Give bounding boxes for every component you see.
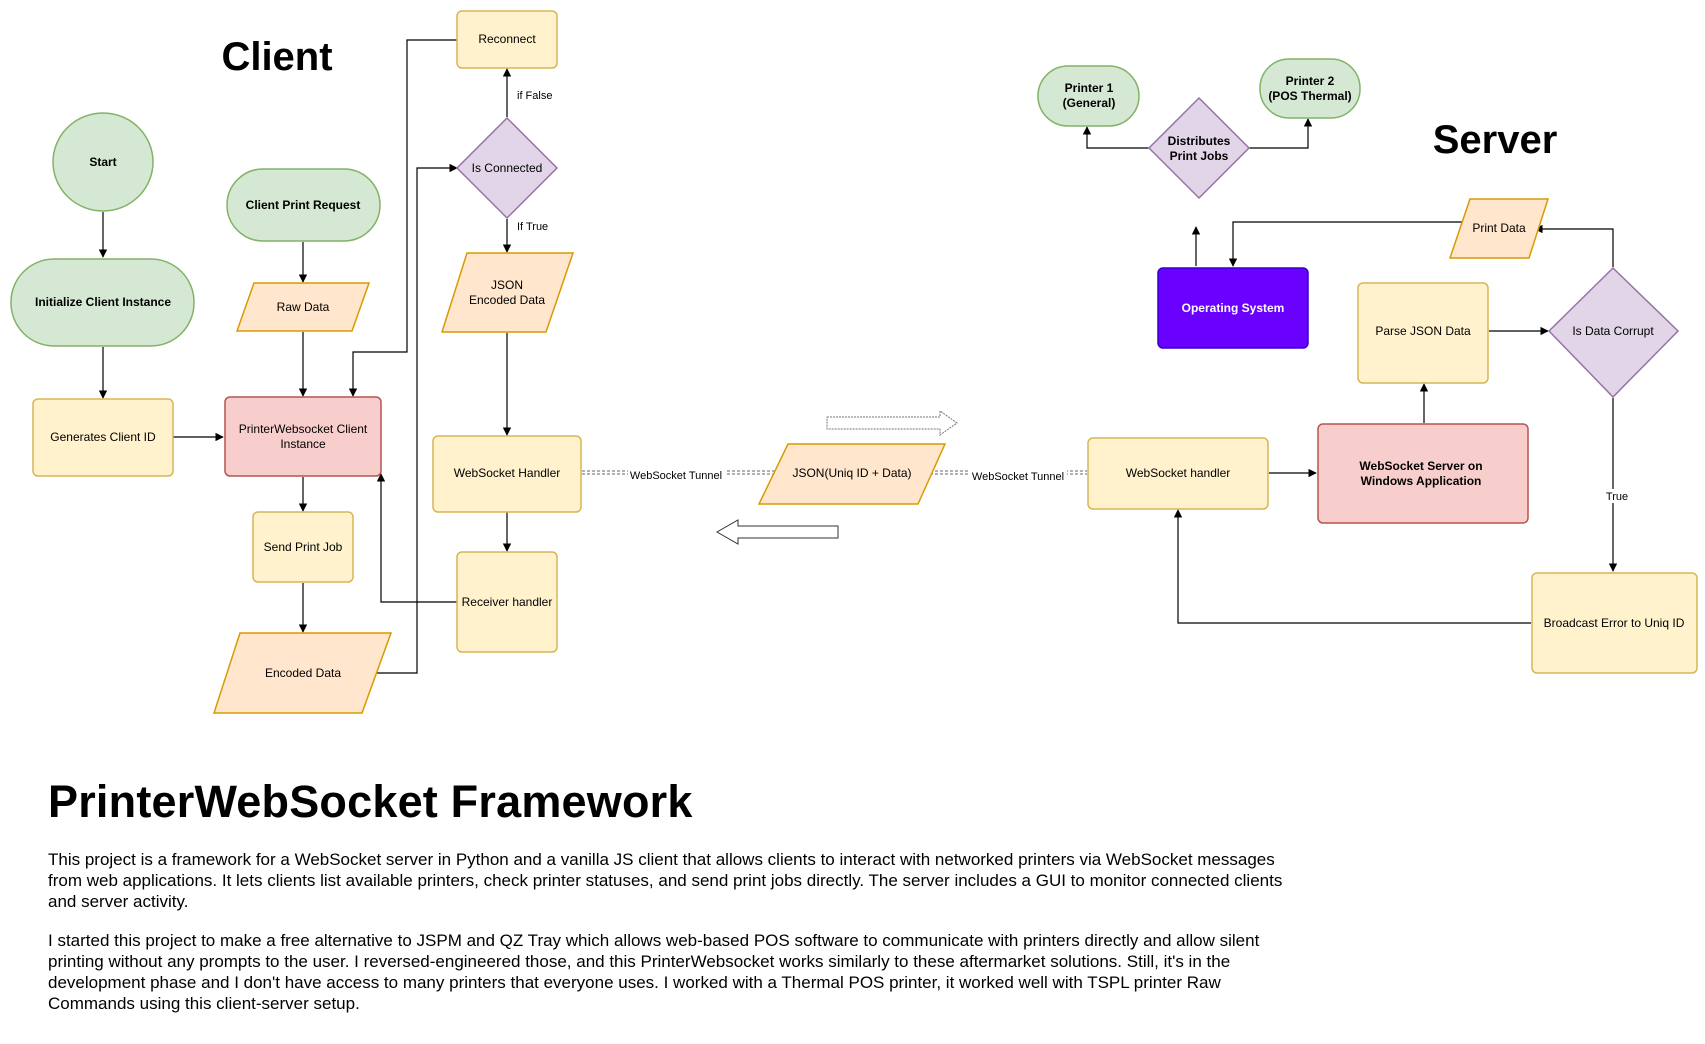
edge-label-if-false: if False	[517, 90, 552, 102]
node-json-encoded-data: JSON Encoded Data	[440, 252, 575, 333]
node-initialize-client-instance: Initialize Client Instance	[10, 258, 195, 347]
edge-encoded-isconnected	[373, 163, 458, 674]
node-distributes-line1: Distributes	[1168, 134, 1231, 148]
edges	[98, 39, 1618, 674]
edge-distributes-printer2	[1247, 118, 1313, 149]
edge-reconnect-instance	[348, 39, 457, 397]
node-print-request-label: Client Print Request	[246, 198, 361, 212]
node-broadcast-error-label: Broadcast Error to Uniq ID	[1544, 616, 1685, 630]
node-distributes-print-jobs: Distributes Print Jobs	[1147, 96, 1251, 200]
node-json-encoded-line1: JSON	[491, 278, 523, 292]
node-websocket-handler-server: WebSocket handler	[1087, 437, 1269, 510]
node-printer2-line1: Printer 2	[1286, 74, 1335, 88]
node-ws-server-line2: Windows Application	[1361, 474, 1482, 488]
node-websocket-server: WebSocket Server on Windows Application	[1317, 423, 1529, 524]
readme-paragraph-2: I started this project to make a free al…	[48, 931, 1260, 1013]
node-ws-server-line1: WebSocket Server on	[1359, 459, 1482, 473]
node-printer1-line1: Printer 1	[1065, 81, 1114, 95]
node-distributes-line2: Print Jobs	[1170, 149, 1229, 163]
flowchart-diagram: Client Server	[10, 10, 1698, 714]
node-json-packet-label: JSON(Uniq ID + Data)	[792, 466, 911, 480]
node-websocket-handler-client: WebSocket Handler	[432, 435, 582, 513]
server-section-title: Server	[1433, 118, 1558, 162]
node-encoded-data-label: Encoded Data	[265, 666, 341, 680]
node-start-label: Start	[89, 155, 116, 169]
node-json-encoded-line2: Encoded Data	[469, 293, 545, 307]
node-is-connected: Is Connected	[455, 116, 559, 220]
node-receiver-handler: Receiver handler	[456, 551, 558, 653]
node-init-label: Initialize Client Instance	[35, 295, 171, 309]
client-section-title: Client	[221, 35, 332, 79]
node-is-data-corrupt: Is Data Corrupt	[1547, 266, 1680, 399]
node-encoded-data: Encoded Data	[212, 632, 393, 714]
edge-receiver-instance	[376, 473, 457, 603]
readme-title: PrinterWebSocket Framework	[48, 776, 693, 827]
edge-label-websocket-tunnel-left: WebSocket Tunnel	[630, 470, 722, 482]
node-client-print-request: Client Print Request	[226, 168, 381, 242]
node-raw-data: Raw Data	[235, 282, 371, 332]
node-printer-1: Printer 1 (General)	[1037, 65, 1140, 127]
node-parse-json-data: Parse JSON Data	[1357, 282, 1489, 384]
node-generates-client-id: Generates Client ID	[32, 398, 174, 477]
node-is-connected-label: Is Connected	[472, 161, 543, 175]
node-ws-handler-client-label: WebSocket Handler	[454, 466, 561, 480]
node-operating-system: Operating System	[1157, 267, 1309, 349]
node-printer1-line2: (General)	[1063, 96, 1116, 110]
send-direction-arrow	[826, 410, 958, 436]
node-send-print-job-label: Send Print Job	[264, 540, 343, 554]
node-parse-json-label: Parse JSON Data	[1375, 324, 1471, 338]
edge-label-if-true: If True	[517, 221, 548, 233]
edge-broadcast-wshandler	[1173, 509, 1531, 624]
node-is-data-corrupt-label: Is Data Corrupt	[1572, 324, 1654, 338]
node-printer-2: Printer 2 (POS Thermal)	[1259, 58, 1361, 119]
node-generates-label: Generates Client ID	[50, 430, 156, 444]
node-reconnect-label: Reconnect	[478, 32, 536, 46]
node-broadcast-error: Broadcast Error to Uniq ID	[1531, 572, 1698, 674]
edge-label-websocket-tunnel-right: WebSocket Tunnel	[972, 471, 1064, 483]
edge-label-true: True	[1606, 491, 1628, 503]
node-printer-websocket-client-instance: PrinterWebsocket Client Instance	[224, 396, 382, 477]
node-reconnect: Reconnect	[456, 10, 558, 69]
node-instance-label-line1: PrinterWebsocket Client	[239, 422, 368, 436]
node-ws-handler-server-label: WebSocket handler	[1126, 466, 1231, 480]
receive-direction-arrow	[715, 519, 839, 545]
node-print-data-label: Print Data	[1472, 221, 1526, 235]
node-send-print-job: Send Print Job	[252, 511, 354, 583]
readme-section: PrinterWebSocket Framework This project …	[48, 775, 1288, 1032]
node-print-data: Print Data	[1448, 198, 1550, 259]
edge-distributes-printer1	[1082, 126, 1149, 149]
edge-corrupt-printdata	[1534, 224, 1614, 267]
edge-printdata-os	[1228, 221, 1462, 267]
node-raw-data-label: Raw Data	[277, 300, 330, 314]
node-printer2-line2: (POS Thermal)	[1268, 89, 1351, 103]
node-instance-label-line2: Instance	[280, 437, 326, 451]
node-operating-system-label: Operating System	[1182, 301, 1285, 315]
readme-paragraph-1: This project is a framework for a WebSoc…	[48, 850, 1283, 911]
node-receiver-label: Receiver handler	[462, 595, 553, 609]
node-start: Start	[52, 112, 154, 212]
node-json-packet: JSON(Uniq ID + Data)	[757, 443, 947, 505]
